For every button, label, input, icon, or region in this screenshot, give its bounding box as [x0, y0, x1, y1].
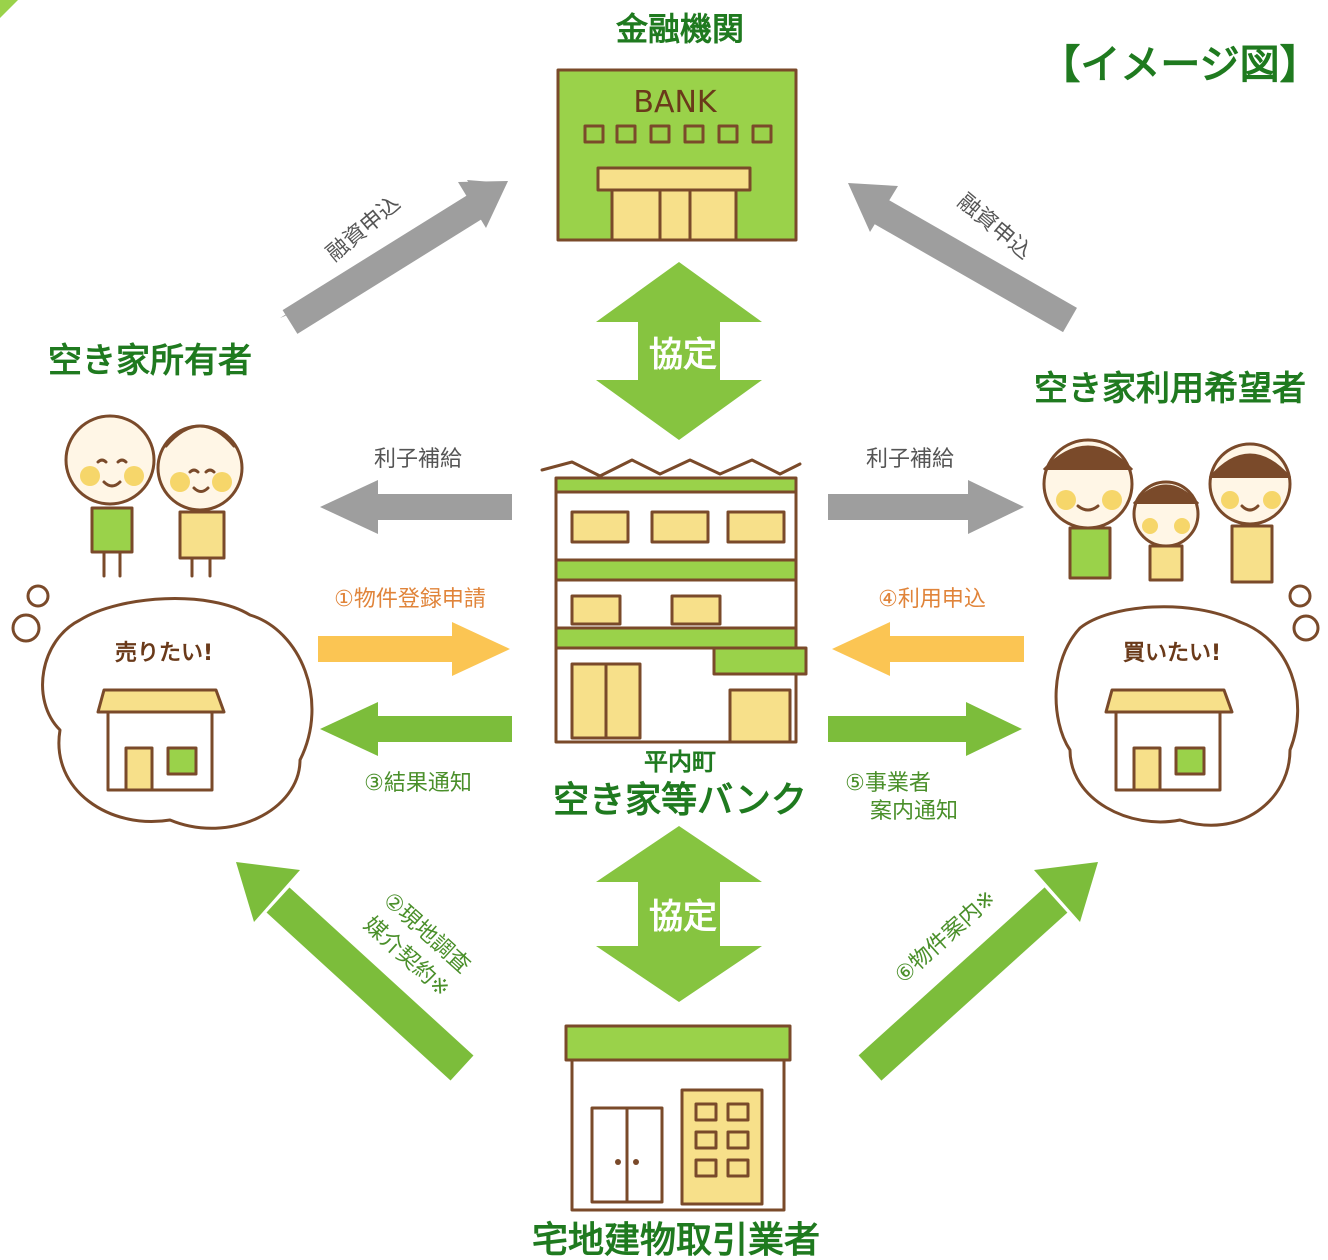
subsidy-left-label: 利子補給 [374, 447, 462, 472]
step5-label-line1: ⑤事業者 [845, 771, 931, 796]
bank-agreement-label: 協定 [649, 335, 717, 375]
step3-label: ③結果通知 [364, 771, 472, 796]
step5-arrow [828, 702, 1022, 756]
owner-to-bank-arrow [280, 180, 508, 334]
akiya-bank-town: 平内町 [644, 748, 716, 776]
bank-sign: BANK [633, 85, 718, 120]
realtor-title: 宅地建物取引業者 [532, 1219, 820, 1260]
realtor-building-icon [564, 1024, 792, 1212]
realtor-agreement-label: 協定 [649, 897, 717, 937]
subsidy-right-label: 利子補給 [866, 447, 954, 472]
owner-thought-bubble [11, 584, 314, 830]
step6-arrow [858, 862, 1098, 1081]
realtor-agreement-arrow [596, 826, 762, 1002]
owner-couple-icon [64, 414, 244, 578]
step2-arrow [236, 862, 474, 1081]
step3-arrow [320, 702, 512, 756]
bank-agreement-arrow [596, 262, 762, 440]
subsidy-right-arrow [828, 480, 1024, 534]
user-to-bank-arrow [848, 183, 1077, 333]
user-thought-bubble [1054, 584, 1320, 827]
akiya-bank-building-icon [540, 458, 808, 744]
step5-label-line2: 案内通知 [870, 799, 958, 824]
owner-title: 空き家所有者 [48, 341, 252, 381]
step1-label: ①物件登録申請 [334, 587, 486, 612]
subsidy-left-arrow [320, 480, 512, 534]
step4-arrow [832, 622, 1024, 676]
corner-accent [0, 0, 18, 18]
step4-label: ④利用申込 [878, 587, 986, 612]
user-family-icon [1042, 438, 1292, 584]
step1-arrow [318, 622, 510, 676]
owner-bubble-text: 売りたい! [115, 640, 213, 666]
image-label: 【イメージ図】 [1040, 42, 1319, 88]
bank-title: 金融機関 [615, 10, 744, 48]
bank-building-icon: BANK [556, 68, 798, 242]
user-title: 空き家利用希望者 [1034, 369, 1306, 409]
user-bubble-text: 買いたい! [1123, 641, 1221, 666]
akiya-bank-name: 空き家等バンク [553, 780, 807, 821]
